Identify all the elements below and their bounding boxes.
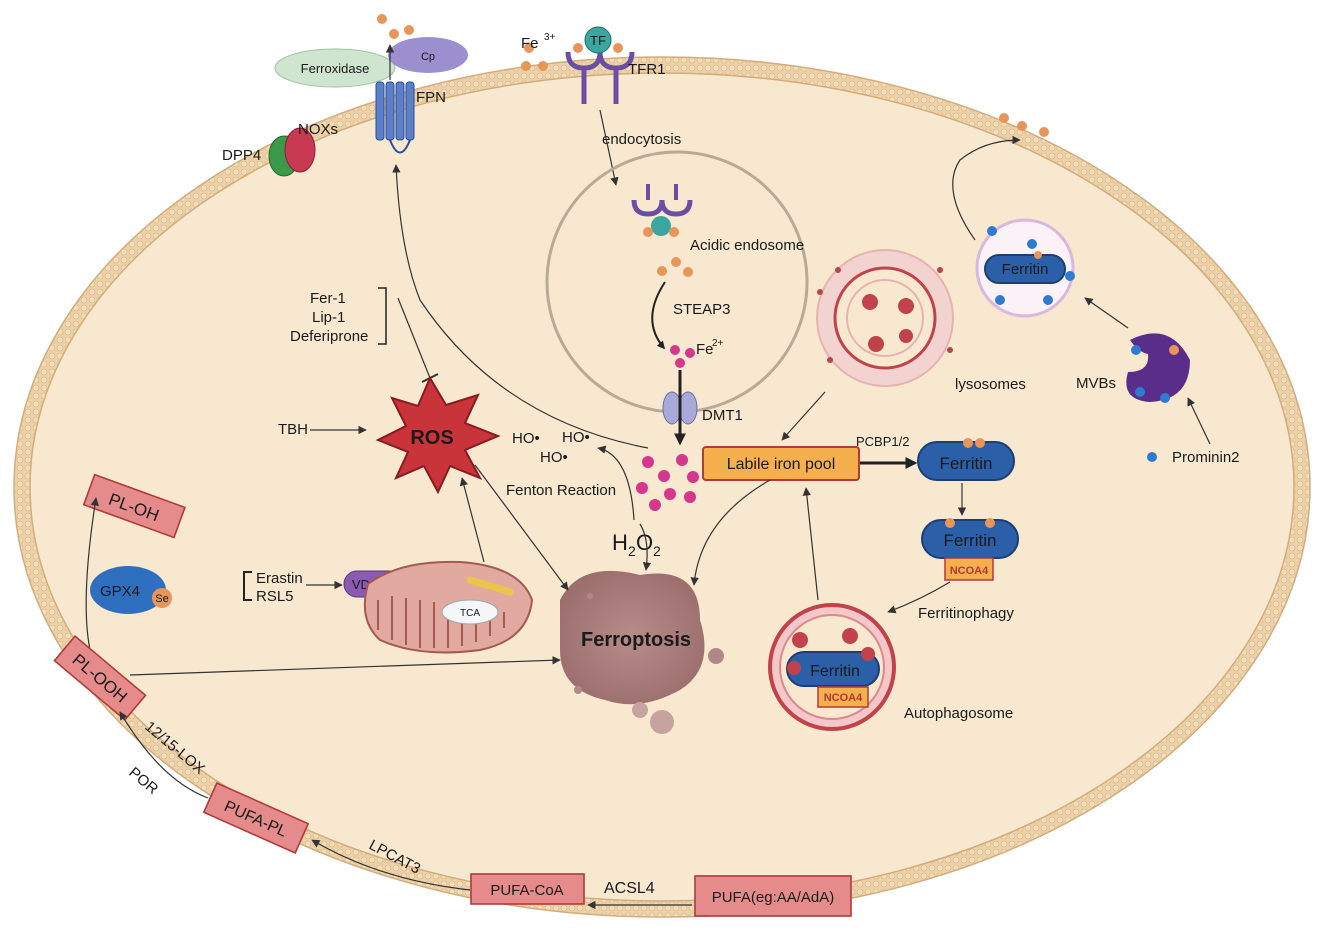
mvbs [1126,333,1190,403]
extracellular-fe3: Fe 3+ [521,32,556,71]
svg-text:Autophagosome: Autophagosome [904,705,1013,722]
dmt1-transporter: DMT1 [662,391,743,425]
ferroxidase: Ferroxidase [274,48,396,88]
svg-text:DMT1: DMT1 [702,407,743,424]
svg-text:Acidic endosome: Acidic endosome [690,237,804,254]
fpn-transporter: FPN [375,81,446,154]
svg-text:endocytosis: endocytosis [602,131,681,148]
svg-text:HO•: HO• [562,429,590,446]
svg-text:PCBP1/2: PCBP1/2 [856,434,909,449]
cp-protein: Cp [388,37,468,73]
secreted-iron [999,113,1049,137]
ferroptosis-cell: Ferroptosis [560,570,724,734]
svg-text:Ferritin: Ferritin [810,663,860,680]
svg-text:NOXs: NOXs [298,121,338,138]
svg-text:POR: POR [125,764,161,798]
prominin2-dot [1147,452,1157,462]
svg-text:DPP4: DPP4 [222,147,261,164]
svg-text:TBH: TBH [278,421,308,438]
autophagosome: Ferritin NCOA4 [768,603,896,731]
h2o2-label: H 2 O 2 [612,530,661,559]
svg-text:H: H [612,530,628,555]
svg-text:Prominin2: Prominin2 [1172,449,1240,466]
labile-iron-pool: Labile iron pool [702,446,860,481]
svg-text:Ferritin: Ferritin [1002,261,1049,278]
mvb-vesicle: Ferritin [975,218,1075,318]
svg-text:Ferroxidase: Ferroxidase [301,61,370,76]
svg-text:MVBs: MVBs [1076,375,1116,392]
svg-text:Fe: Fe [696,341,714,358]
svg-text:TCA: TCA [460,608,480,619]
pufa-coa-box: PUFA-CoA [470,873,585,905]
svg-text:2: 2 [628,543,636,559]
svg-text:HO•: HO• [512,430,540,447]
svg-text:TFR1: TFR1 [628,61,666,78]
lysosome [816,249,954,387]
svg-text:Ferritin: Ferritin [944,531,997,550]
svg-text:Lip-1: Lip-1 [312,309,345,326]
svg-text:ACSL4: ACSL4 [604,880,655,897]
svg-text:Cp: Cp [421,51,435,63]
svg-text:GPX4: GPX4 [100,583,140,600]
svg-text:ROS: ROS [410,427,453,449]
svg-text:Labile iron pool: Labile iron pool [727,456,836,473]
svg-text:Fe: Fe [521,35,539,52]
svg-text:NCOA4: NCOA4 [824,692,863,704]
svg-text:O: O [636,530,653,555]
svg-text:Ferritin: Ferritin [940,454,993,473]
svg-text:2: 2 [653,543,661,559]
svg-text:FPN: FPN [416,89,446,106]
svg-text:3+: 3+ [544,32,556,43]
ferritin-a: Ferritin [917,438,1015,481]
svg-text:HO•: HO• [540,449,568,466]
pufa-box: PUFA(eg:AA/AdA) [694,875,852,917]
svg-text:TF: TF [590,33,606,48]
svg-text:Ferritinophagy: Ferritinophagy [918,605,1014,622]
svg-text:Se: Se [155,593,168,605]
mitochondrion: TCA [364,560,534,654]
svg-text:lysosomes: lysosomes [955,376,1026,393]
svg-text:Erastin: Erastin [256,570,303,587]
ferritin-ncoa4: Ferritin NCOA4 [921,518,1019,581]
ros-burst: ROS [375,375,501,495]
svg-text:PUFA-CoA: PUFA-CoA [490,882,563,899]
exported-iron-ions [377,14,414,39]
inhibitor-list: Fer-1 Lip-1 Deferiprone [290,287,439,383]
svg-text:Ferroptosis: Ferroptosis [581,629,691,651]
svg-text:RSL5: RSL5 [256,588,294,605]
svg-text:STEAP3: STEAP3 [673,301,731,318]
cell-membrane [13,56,1311,918]
ferrous-iron-cluster [636,454,699,511]
svg-text:NCOA4: NCOA4 [950,565,989,577]
svg-text:Fenton Reaction: Fenton Reaction [506,482,616,499]
svg-text:2+: 2+ [712,338,724,349]
dpp4-noxs: NOXs DPP4 [222,121,338,177]
svg-text:Fer-1: Fer-1 [310,290,346,307]
svg-text:PUFA(eg:AA/AdA): PUFA(eg:AA/AdA) [712,889,835,906]
svg-text:Deferiprone: Deferiprone [290,328,368,345]
gpx4: GPX4 Se [90,566,172,614]
tfr1-receptor: TF TFR1 [565,26,666,104]
